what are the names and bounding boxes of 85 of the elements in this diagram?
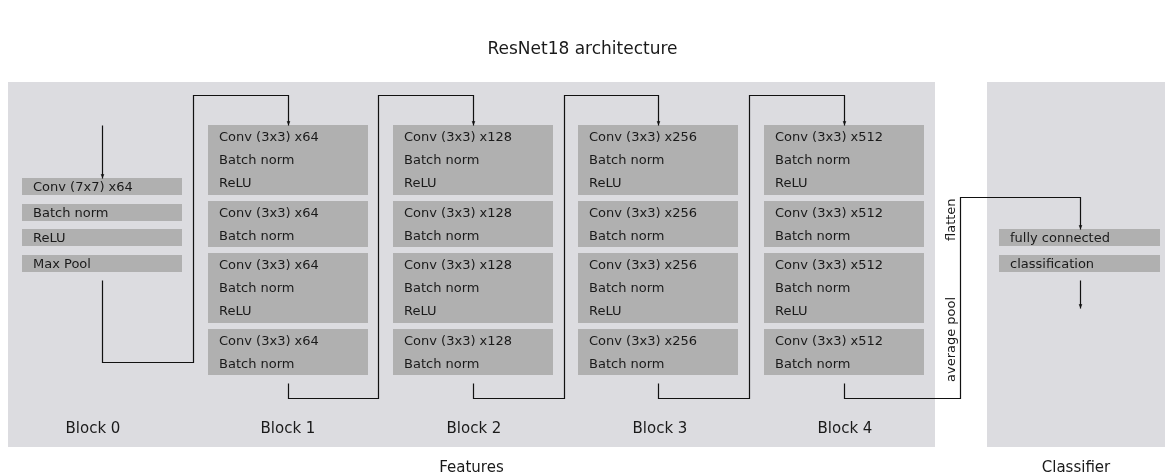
layer-label: Batch norm bbox=[218, 355, 296, 373]
layer-label: Conv (3x3) x512 bbox=[774, 128, 885, 146]
block-label: Block 1 bbox=[260, 419, 316, 437]
layer-label: Conv (3x3) x256 bbox=[588, 332, 699, 350]
layer-label: Batch norm bbox=[218, 227, 296, 245]
layer-label: Conv (3x3) x128 bbox=[403, 204, 514, 222]
panel-title: Classifier bbox=[1040, 457, 1112, 475]
arrow bbox=[843, 196, 1083, 400]
layer-group-box bbox=[764, 201, 924, 247]
layer-label: Conv (3x3) x64 bbox=[218, 332, 320, 350]
arrow bbox=[472, 94, 661, 400]
diagram-title: ResNet18 architecture bbox=[486, 38, 679, 58]
layer-box bbox=[22, 255, 182, 272]
layer-label: Batch norm bbox=[403, 151, 481, 169]
layer-group-box bbox=[764, 125, 924, 195]
layer-label: ReLU bbox=[218, 302, 253, 320]
layer-label: Conv (3x3) x512 bbox=[774, 204, 885, 222]
layer-label: Conv (3x3) x128 bbox=[403, 256, 514, 274]
layer-label: Conv (3x3) x128 bbox=[403, 128, 514, 146]
layer-label: Batch norm bbox=[218, 279, 296, 297]
arrow bbox=[287, 94, 476, 400]
layer-label: Conv (3x3) x512 bbox=[774, 256, 885, 274]
layer-label: ReLU bbox=[403, 174, 438, 192]
arrow bbox=[1078, 279, 1083, 310]
layer-label: Batch norm bbox=[588, 151, 666, 169]
layer-group-box bbox=[208, 253, 368, 323]
layer-label: Batch norm bbox=[403, 355, 481, 373]
layer-label: Conv (3x3) x64 bbox=[218, 256, 320, 274]
layer-label: Conv (3x3) x128 bbox=[403, 332, 514, 350]
layer-group-box bbox=[764, 329, 924, 375]
layer-box bbox=[22, 204, 182, 221]
layer-label: ReLU bbox=[588, 302, 623, 320]
layer-group-box bbox=[578, 201, 738, 247]
layer-label: ReLU bbox=[774, 174, 809, 192]
arrow bbox=[101, 94, 291, 364]
layer-group-box bbox=[208, 201, 368, 247]
layer-label: ReLU bbox=[403, 302, 438, 320]
layer-label: Batch norm bbox=[403, 279, 481, 297]
layer-label: classification bbox=[1009, 255, 1096, 272]
arrow bbox=[100, 124, 105, 180]
layer-label: Conv (3x3) x256 bbox=[588, 204, 699, 222]
operation-label: average pool bbox=[943, 296, 958, 382]
layer-label: Batch norm bbox=[588, 355, 666, 373]
layer-box bbox=[22, 229, 182, 246]
block-label: Block 0 bbox=[65, 419, 121, 437]
layer-label: Conv (3x3) x64 bbox=[218, 128, 320, 146]
layer-label: Conv (3x3) x256 bbox=[588, 256, 699, 274]
layer-label: Batch norm bbox=[774, 151, 852, 169]
layer-label: Batch norm bbox=[218, 151, 296, 169]
layer-group-box bbox=[578, 125, 738, 195]
layer-label: Batch norm bbox=[32, 204, 110, 221]
layer-box bbox=[22, 178, 182, 195]
layer-label: ReLU bbox=[588, 174, 623, 192]
layer-group-box bbox=[764, 253, 924, 323]
layer-label: Batch norm bbox=[588, 227, 666, 245]
layer-label: Batch norm bbox=[588, 279, 666, 297]
layer-label: Conv (7x7) x64 bbox=[32, 178, 134, 195]
layer-group-box bbox=[578, 329, 738, 375]
layer-label: Max Pool bbox=[32, 255, 92, 272]
layer-label: fully connected bbox=[1009, 229, 1111, 246]
layer-label: ReLU bbox=[774, 302, 809, 320]
layer-box bbox=[999, 255, 1160, 272]
layer-label: Batch norm bbox=[403, 227, 481, 245]
layer-group-box bbox=[393, 329, 553, 375]
block-label: Block 4 bbox=[817, 419, 873, 437]
layer-group-box bbox=[393, 125, 553, 195]
block-label: Block 3 bbox=[632, 419, 688, 437]
arrow bbox=[657, 94, 847, 400]
layer-label: Conv (3x3) x256 bbox=[588, 128, 699, 146]
layer-label: Batch norm bbox=[774, 227, 852, 245]
layer-label: Batch norm bbox=[774, 355, 852, 373]
layer-label: Conv (3x3) x512 bbox=[774, 332, 885, 350]
layer-group-box bbox=[208, 125, 368, 195]
layer-label: Batch norm bbox=[774, 279, 852, 297]
layer-label: ReLU bbox=[32, 229, 67, 246]
panel-title: Features bbox=[438, 457, 505, 475]
layer-label: ReLU bbox=[218, 174, 253, 192]
layer-box bbox=[999, 229, 1160, 246]
layer-group-box bbox=[578, 253, 738, 323]
layer-group-box bbox=[393, 201, 553, 247]
operation-label: flatten bbox=[943, 198, 958, 241]
layer-label: Conv (3x3) x64 bbox=[218, 204, 320, 222]
layer-group-box bbox=[393, 253, 553, 323]
block-label: Block 2 bbox=[446, 419, 502, 437]
layer-group-box bbox=[208, 329, 368, 375]
